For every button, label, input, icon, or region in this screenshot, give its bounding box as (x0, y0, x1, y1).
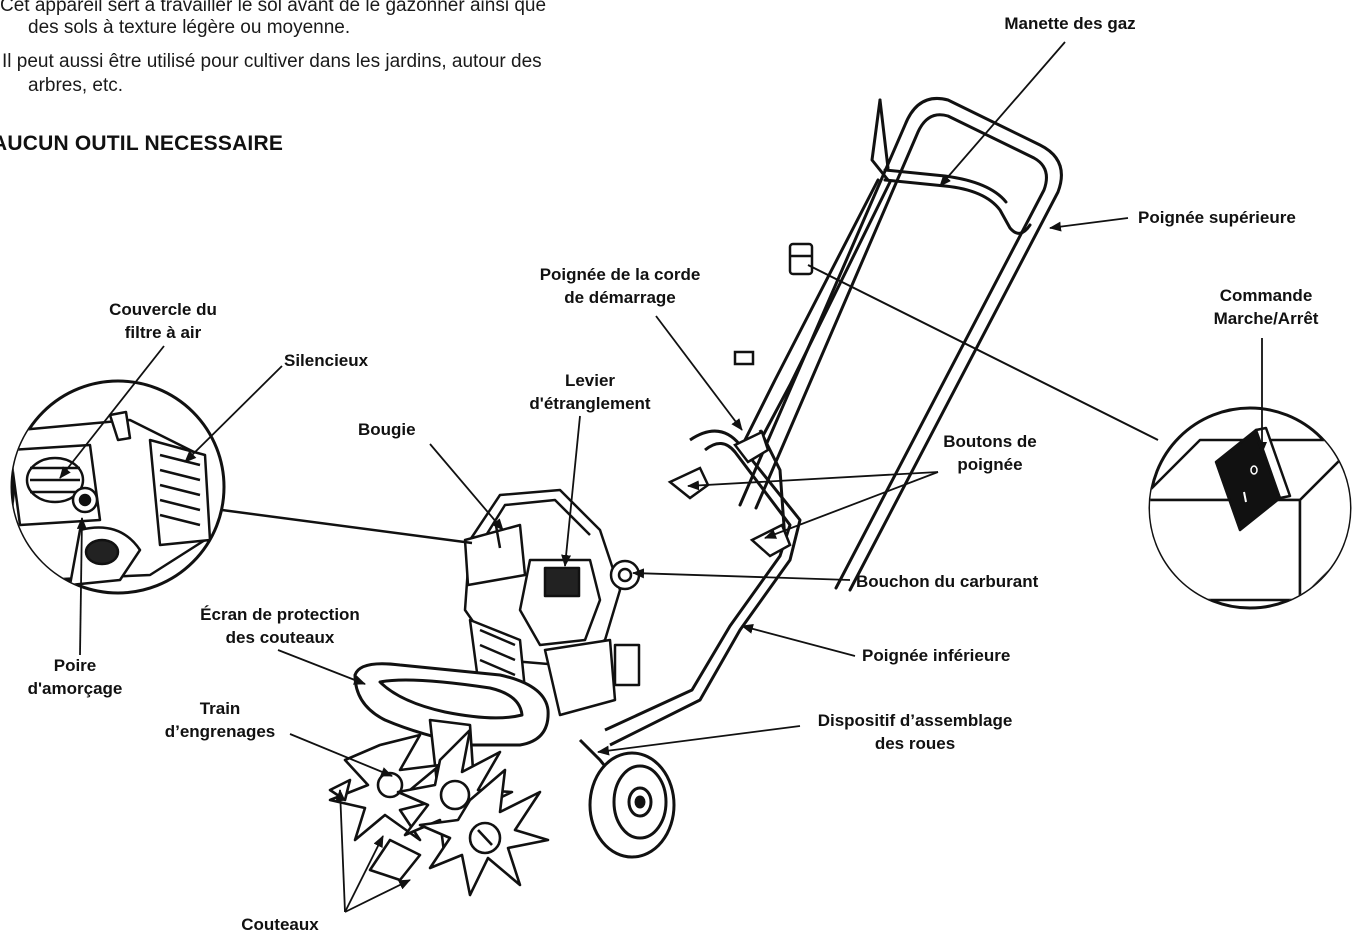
label-choke-lever: Levier d'étranglement (529, 371, 651, 413)
engine-detail-inset (10, 379, 226, 595)
label-air-filter-cover: Couvercle du filtre à air (109, 300, 217, 342)
label-spark-plug: Bougie (358, 420, 416, 439)
tine-shield (353, 662, 550, 747)
label-primer-bulb: Poire d'amorçage (27, 656, 123, 698)
upper-handle (738, 97, 1063, 592)
label-upper-handle: Poignée supérieure (1138, 208, 1296, 227)
cable-clip (733, 350, 755, 366)
label-tines: Couteaux (241, 915, 319, 934)
wheel (578, 738, 676, 859)
switch-housing (788, 242, 814, 276)
label-wheel-assembly: Dispositif d’assemblage des roues (817, 711, 1013, 753)
tines (328, 718, 550, 897)
label-throttle: Manette des gaz (1004, 14, 1136, 33)
intro-line-2: des sols à texture légère ou moyenne. (28, 17, 351, 38)
label-tine-shield: Écran de protection des couteaux (200, 605, 360, 647)
label-starter-rope: Poignée de la corde de démarrage (539, 265, 701, 307)
label-lower-handle: Poignée inférieure (862, 646, 1011, 665)
label-muffler: Silencieux (284, 351, 369, 370)
inset-connector-left (221, 508, 473, 545)
intro-line-1: Cet appareil sert à travailler le sol av… (0, 0, 547, 16)
section-heading: AUCUN OUTIL NECESSAIRE (0, 132, 284, 155)
leader-lines (59, 41, 1267, 913)
label-on-off-switch: Commande Marche/Arrêt (1213, 286, 1319, 328)
handle-knobs (667, 430, 792, 558)
inset-connector-right (807, 264, 1159, 441)
intro-line-4: arbres, etc. (28, 75, 124, 96)
intro-line-3: Il peut aussi être utilisé pour cultiver… (2, 51, 542, 72)
switch-detail-inset (1148, 406, 1352, 610)
label-gear-train: Train d’engrenages (164, 699, 276, 741)
label-handle-knobs: Boutons de poignée (943, 432, 1037, 474)
label-fuel-cap: Bouchon du carburant (856, 572, 1039, 591)
engine (463, 488, 641, 717)
